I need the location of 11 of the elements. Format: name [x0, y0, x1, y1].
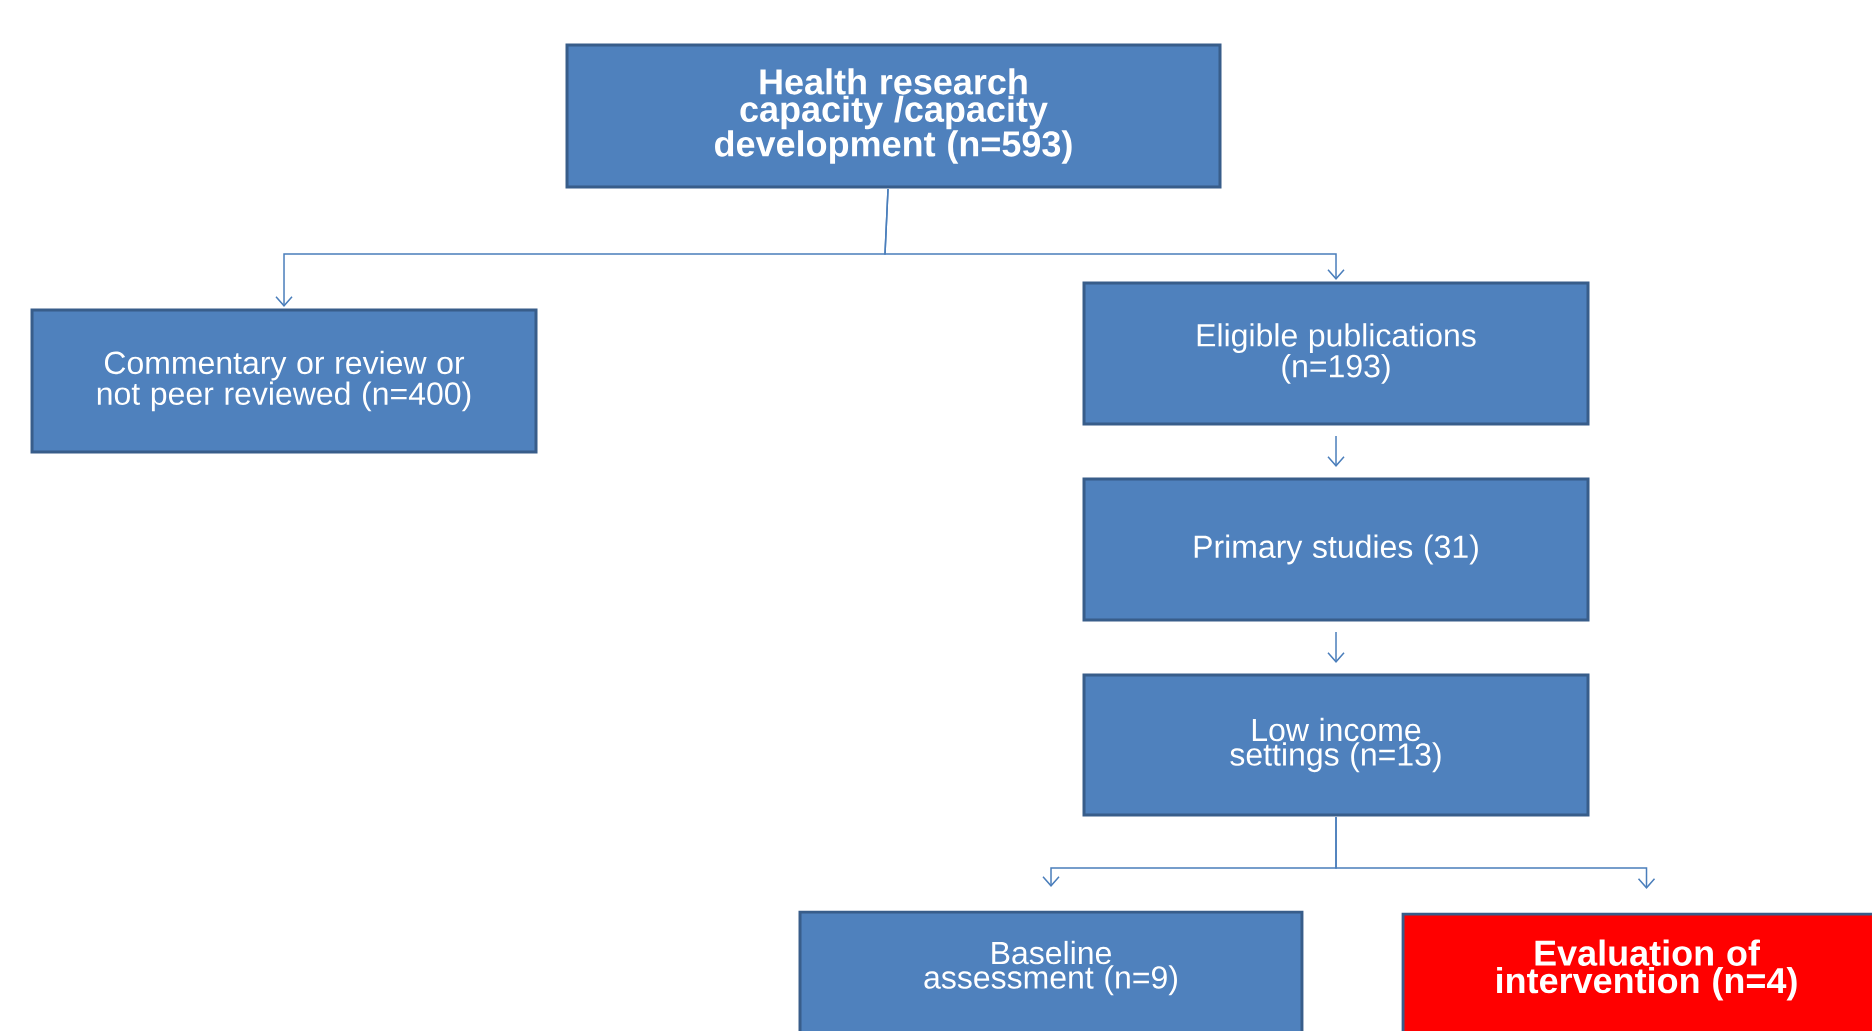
- process-box: Eligible publications (n=193): [1082, 281, 1590, 426]
- arrow: [1335, 816, 1656, 889]
- process-box: Primary studies (31): [1082, 477, 1590, 622]
- process-box: Commentary or review or not peer reviewed (n=400): [30, 308, 538, 454]
- process-box: Baseline assessment (n=9): [798, 910, 1304, 1031]
- arrow: [1327, 435, 1345, 467]
- arrow: [884, 188, 1345, 280]
- highlighted-box: Evaluation of intervention (n=4): [1401, 912, 1872, 1031]
- process-box: Low income settings (n=13): [1082, 673, 1590, 817]
- arrow: [1327, 631, 1345, 663]
- process-box: Health research capacity /capacity development (n=593): [565, 43, 1222, 189]
